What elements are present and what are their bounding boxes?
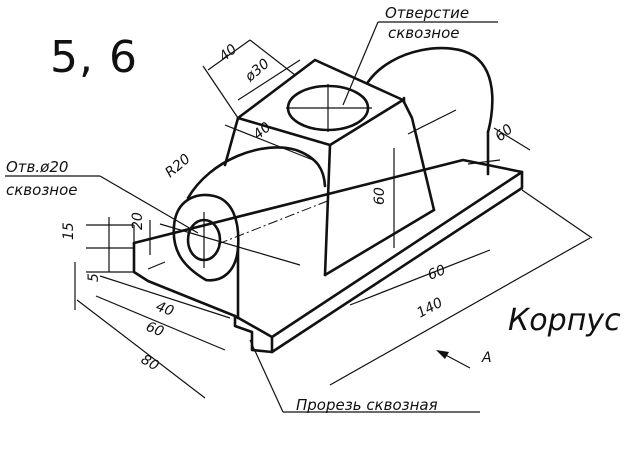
- dim-hole-center-height: 20: [130, 212, 146, 230]
- callout-through-slot: Прорезь сквозная: [296, 396, 438, 414]
- dim-base-step-height: 15: [61, 222, 77, 240]
- dim-overall-length: 140: [414, 295, 445, 322]
- dim-base-inner-length: 40: [154, 299, 176, 320]
- callout-hole-d20-line2: сквозное: [6, 181, 78, 199]
- central-block: [223, 58, 436, 277]
- dimension-texts: 40 ø30 40 R20 60 60 15 20 5 40 60 80 60 …: [61, 41, 516, 374]
- front-boss: [159, 146, 331, 320]
- view-arrow: A: [436, 350, 492, 369]
- task-number: 5, 6: [50, 32, 138, 83]
- callout-hole-d20-line1: Отв.ø20: [6, 158, 68, 176]
- dim-boss-radius: R20: [162, 151, 193, 181]
- dimension-lines: [74, 39, 593, 399]
- dim-rear-cylinder: 60: [492, 121, 516, 145]
- dim-base-width: 80: [138, 352, 162, 375]
- dim-length-to-block: 60: [426, 262, 449, 284]
- rear-cylinder: [366, 46, 494, 176]
- callout-top-hole-line1: Отверстие: [385, 4, 469, 22]
- dim-base-mid-length: 60: [144, 319, 167, 341]
- dim-slot-height: 5: [86, 273, 102, 282]
- part-title: Корпус: [508, 303, 621, 338]
- callout-top-hole-line2: сквозное: [388, 24, 460, 42]
- leader-lines: [5, 21, 498, 413]
- dim-block-height: 60: [372, 187, 388, 205]
- view-arrow-label: A: [481, 350, 492, 366]
